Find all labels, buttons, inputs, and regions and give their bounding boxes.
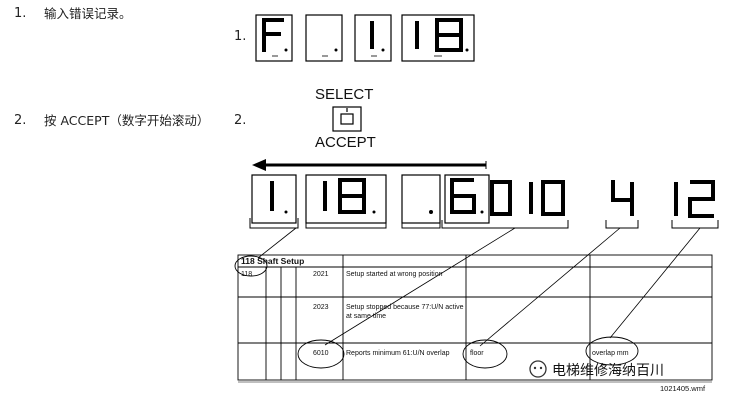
step2-panel-18	[305, 174, 387, 224]
row-1-desc: Setup started at wrong position	[346, 271, 443, 278]
step-2-text: 按 ACCEPT（数字开始滚动）	[44, 113, 210, 128]
accept-label: ACCEPT	[315, 134, 376, 151]
row-3-unit: overlap mm	[592, 350, 629, 357]
row-2-desc: Setup stopped because 77:U/N active at s…	[346, 304, 464, 320]
wechat-icon	[528, 359, 548, 379]
row-3-code: 6010	[313, 350, 329, 357]
display-panel-f	[255, 14, 293, 62]
row-3-param: floor	[470, 350, 484, 357]
digit-brackets	[249, 218, 719, 229]
select-label: SELECT	[315, 86, 374, 103]
row-3-desc: Reports minimum 61:U/N overlap	[346, 350, 450, 357]
scroll-arrow	[252, 159, 487, 171]
leader-lines	[257, 227, 701, 347]
display-panel-1	[354, 14, 392, 62]
step-2-number: 2.	[14, 113, 27, 128]
step2-panel-1	[251, 174, 297, 224]
row-2-code: 2023	[313, 304, 329, 311]
diagram-step-2-number: 2.	[234, 113, 247, 128]
display-panel-8	[401, 14, 475, 62]
diagram-step-1-number: 1.	[234, 29, 247, 44]
scrolling-digits	[490, 180, 715, 218]
figure-id: 1021405.wmf	[660, 384, 706, 393]
step-1-text: 输入错误记录。	[44, 6, 132, 21]
row-1-code: 2021	[313, 271, 329, 278]
step-1-number: 1.	[14, 6, 27, 21]
callout-ellipses	[234, 255, 639, 369]
display-panel-dot	[305, 14, 343, 62]
table-row-code: 118	[241, 271, 253, 278]
select-accept-button	[332, 106, 362, 132]
step2-panel-6	[444, 174, 490, 224]
watermark-text: 电梯维修海纳百川	[552, 363, 664, 379]
step2-panel-dot	[401, 174, 441, 224]
shaft-setup-table	[237, 254, 713, 383]
table-title: 118 Shaft Setup	[241, 256, 305, 266]
